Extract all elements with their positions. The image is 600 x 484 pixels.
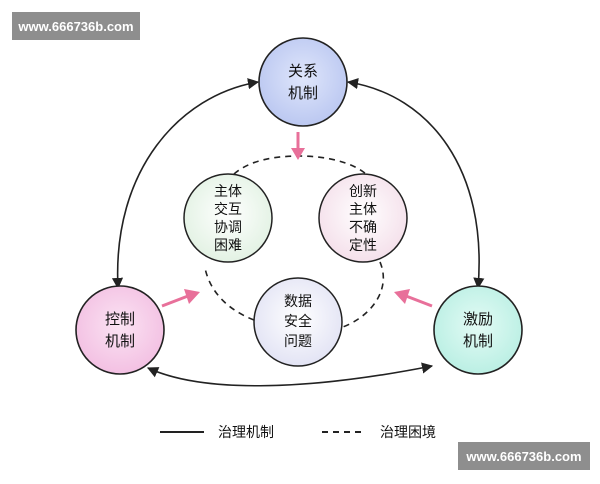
pink-arrow-relation	[291, 132, 305, 160]
pink-arrow-incentive	[394, 289, 433, 308]
node-control-line-2: 机制	[105, 332, 135, 350]
node-innovation-line-2: 主体	[349, 202, 377, 218]
node-incentive-mechanism: 激励 机制	[433, 285, 523, 375]
node-relation-line-1: 关系	[288, 62, 318, 80]
node-interaction-line-2: 交互	[214, 201, 242, 218]
node-innovation-uncertainty: 创新 主体 不确 定性	[318, 173, 408, 263]
node-control-line-1: 控制	[105, 310, 135, 328]
node-data-line-2: 安全	[284, 313, 312, 330]
pink-arrow-control	[161, 289, 200, 308]
node-control-mechanism: 控制 机制	[75, 285, 165, 375]
node-interaction-line-1: 主体	[214, 184, 242, 200]
watermark-top-left: www.666736b.com	[12, 12, 140, 40]
watermark-text-top: www.666736b.com	[17, 19, 133, 34]
node-relation-mechanism: 关系 机制	[258, 37, 348, 127]
node-innovation-line-4: 定性	[349, 238, 377, 254]
node-innovation-line-3: 不确	[349, 220, 377, 236]
watermark-text-bottom: www.666736b.com	[465, 449, 581, 464]
legend-dashed-label: 治理困境	[380, 425, 436, 441]
legend-solid-label: 治理机制	[218, 425, 274, 441]
node-data-line-3: 问题	[284, 334, 312, 350]
node-interaction-line-4: 困难	[214, 238, 242, 254]
arrow-relation-to-incentive	[346, 78, 485, 290]
node-data-security: 数据 安全 问题	[253, 277, 343, 367]
watermark-bottom-right: www.666736b.com	[458, 442, 590, 470]
arrow-relation-to-control	[111, 78, 260, 290]
node-innovation-line-1: 创新	[349, 184, 377, 200]
node-interaction-difficulty: 主体 交互 协调 困难	[183, 173, 273, 263]
node-data-line-1: 数据	[284, 294, 312, 310]
node-relation-line-2: 机制	[288, 84, 318, 102]
node-incentive-line-2: 机制	[463, 332, 493, 350]
legend: 治理机制 治理困境	[160, 425, 436, 441]
node-interaction-line-3: 协调	[214, 220, 242, 236]
arrow-control-to-incentive	[146, 362, 434, 387]
node-incentive-line-1: 激励	[463, 310, 493, 328]
